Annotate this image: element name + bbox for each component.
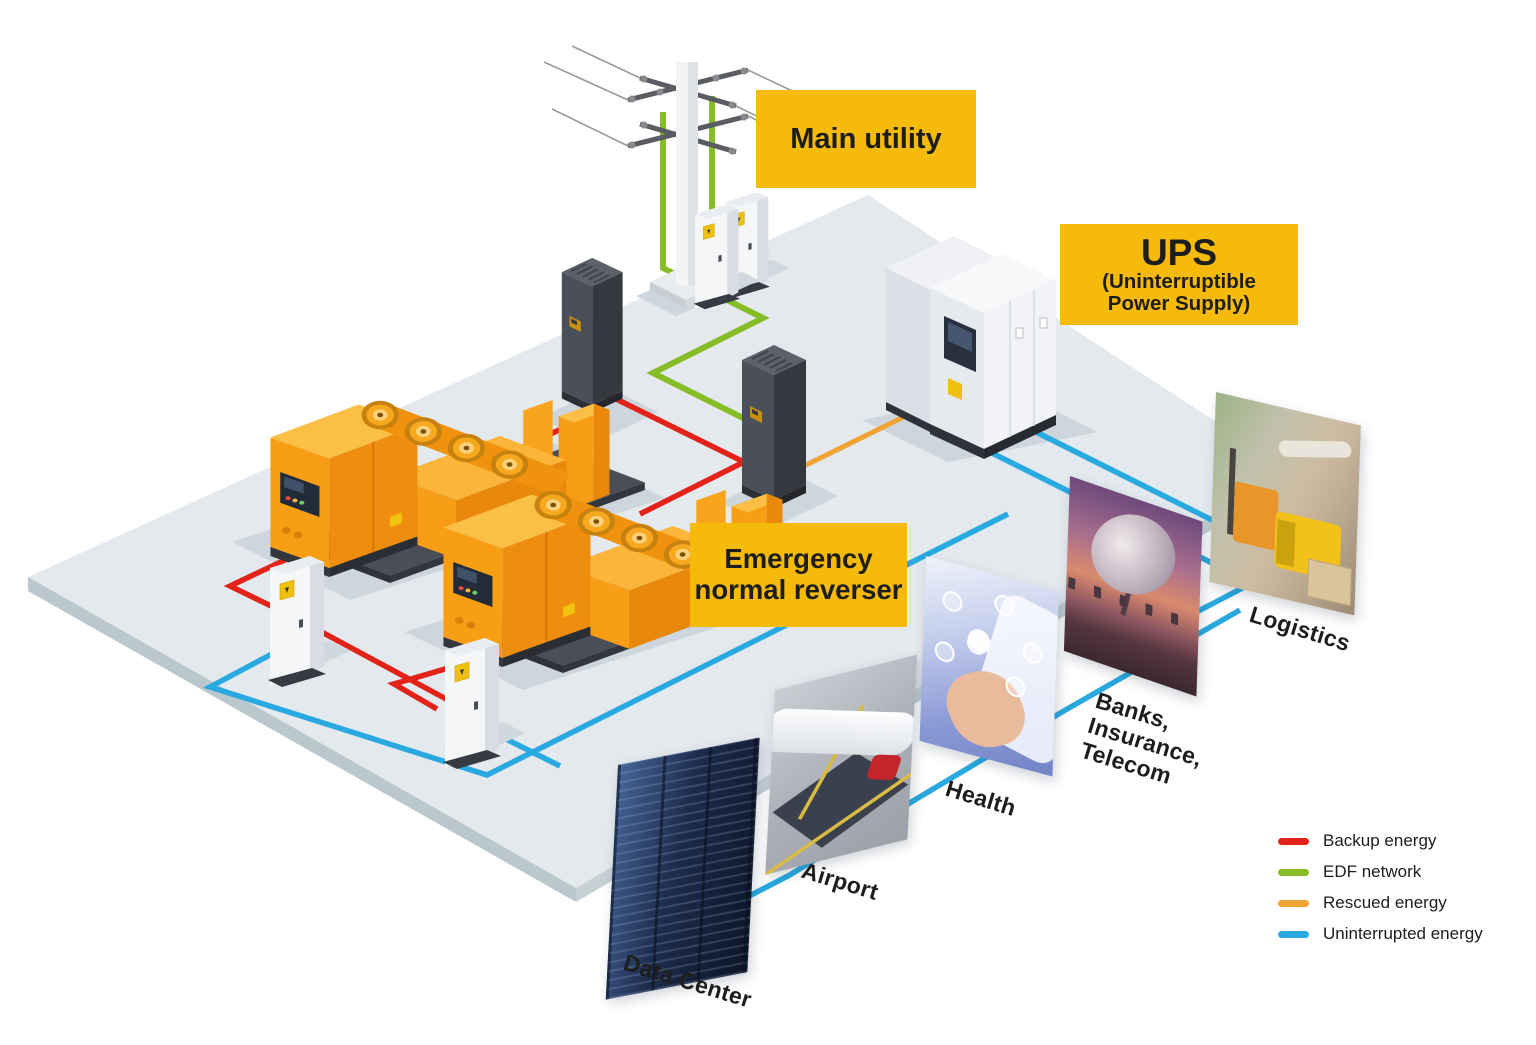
legend-label: Backup energy [1323,831,1437,850]
sector-photo-health [919,556,1059,777]
medical-icon-dot [942,588,963,615]
cargo-box-shape [1306,558,1352,607]
van-door-shape [1276,519,1296,568]
backup-energy-swatch [1278,837,1309,845]
ups-label: UPS (Uninterruptible Power Supply) [1060,224,1298,325]
legend-label: Uninterrupted energy [1323,924,1483,943]
legend-row-backup-energy: Backup energy [1278,831,1483,851]
medical-icon-dot [966,631,988,657]
sector-photo-airport [765,654,918,875]
rescued-energy-swatch [1278,899,1309,907]
reverser-line2: normal reverser [694,574,903,605]
satellite-dish-shape [1088,513,1178,596]
edf-network-swatch [1278,868,1309,876]
reverser-line1: Emergency [724,543,873,575]
ups-title-text: UPS [1140,231,1218,273]
airplane-engine-shape [865,754,903,781]
ups-cabinet-illustration [886,236,1056,459]
airplane-fuselage-shape [765,708,918,757]
main-utility-label: Main utility [756,90,976,188]
legend: Backup energy EDF network Rescued energy… [1278,831,1483,955]
transfer-cabinet-left [560,256,624,414]
insulators [628,67,748,155]
forklift-shape [1232,480,1279,552]
ups-warning-sticker [948,378,962,400]
ups-subtitle-line1: (Uninterruptible [1102,269,1256,293]
backup-line-3 [387,664,453,712]
uninterrupted-energy-lines [202,412,1264,915]
cargo-plane-shape [1277,440,1353,458]
legend-row-edf-network: EDF network [1278,862,1483,882]
sector-photo-logistics [1209,392,1361,616]
main-utility-text: Main utility [790,122,942,155]
uninterrupted-energy-swatch [1278,930,1309,938]
edf-line-pole-left [646,112,770,426]
legend-label: Rescued energy [1323,893,1447,912]
backup-line-2 [316,627,450,703]
emergency-reverser-label: Emergency normal reverser [690,523,907,627]
legend-row-uninterrupted-energy: Uninterrupted energy [1278,924,1483,944]
medical-icon-dot [934,639,955,665]
legend-row-rescued-energy: Rescued energy [1278,893,1483,913]
blue-line-left-loop [202,511,1010,778]
ups-subtitle-line2: Power Supply) [1107,292,1251,315]
transfer-cabinet-right [741,344,807,509]
legend-label: EDF network [1323,862,1422,881]
blue-line-sector-chain [716,607,1242,915]
